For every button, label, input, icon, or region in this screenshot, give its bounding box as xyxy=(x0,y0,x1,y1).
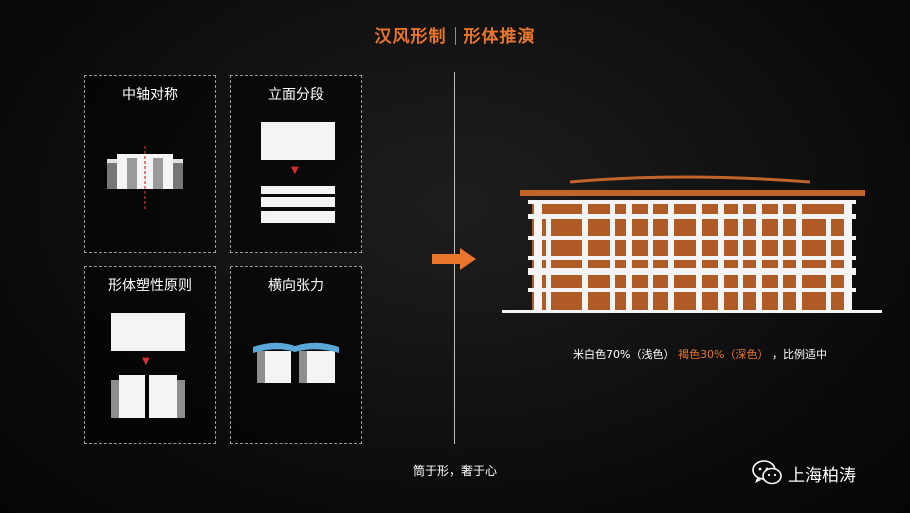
title-left: 汉风形制 xyxy=(374,27,447,47)
right-arrow-icon xyxy=(432,248,476,270)
split-block-left xyxy=(119,375,145,418)
brand-logo: 上海柏涛 xyxy=(752,460,856,486)
caption-ratio: ，比例适中 xyxy=(771,348,827,361)
facade-band-bottom xyxy=(261,211,335,223)
facade-band-middle xyxy=(261,197,335,207)
card-title: 横向张力 xyxy=(268,278,324,294)
wechat-icon xyxy=(752,460,782,485)
card-title: 形体塑性原则 xyxy=(108,278,192,294)
caption-light: 米白色70%（浅色） xyxy=(573,348,675,361)
card-axis-symmetry: 中轴对称 xyxy=(84,75,216,253)
facade-band-top xyxy=(261,186,335,194)
card-title: 立面分段 xyxy=(268,87,324,103)
down-arrow-icon: ▼ xyxy=(142,356,150,367)
brand-name: 上海柏涛 xyxy=(788,465,856,486)
page-title: 汉风形制形体推演 xyxy=(0,22,910,47)
card-horizontal-tension: 横向张力 xyxy=(230,266,362,444)
card-title: 中轴对称 xyxy=(122,87,178,103)
building-elevation xyxy=(502,175,882,313)
side-block-left xyxy=(111,380,119,418)
mass-block xyxy=(111,313,185,351)
slogan: 筒于形，奢于心 xyxy=(412,464,497,478)
split-block-right xyxy=(149,375,177,418)
facade-block xyxy=(261,122,335,160)
card-facade-segment: 立面分段 ▼ xyxy=(230,75,362,253)
card-form-plasticity: 形体塑性原则 ▼ xyxy=(84,266,216,444)
title-separator xyxy=(454,27,456,45)
title-right: 形体推演 xyxy=(463,27,536,47)
color-ratio-caption: 米白色70%（浅色） 褐色30%（深色） ，比例适中 xyxy=(480,346,910,362)
caption-dark: 褐色30%（深色） xyxy=(678,348,769,361)
down-arrow-icon: ▼ xyxy=(291,165,299,176)
side-block-right xyxy=(177,380,185,418)
horizontal-tension-diagram xyxy=(253,342,339,383)
axis-symmetry-diagram xyxy=(107,146,183,211)
